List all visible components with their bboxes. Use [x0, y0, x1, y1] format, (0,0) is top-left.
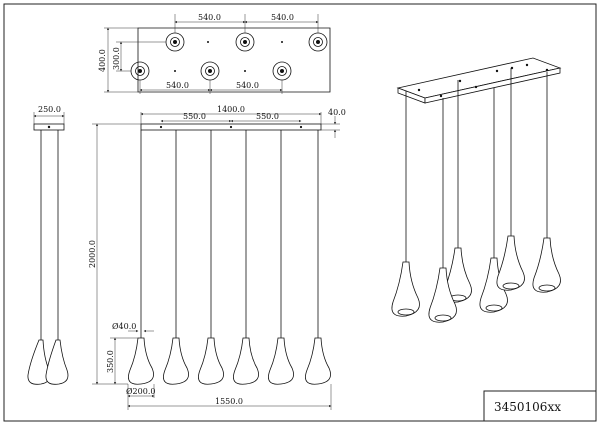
top-view-socket-6	[272, 61, 292, 81]
side-view-shade-1	[27, 339, 51, 385]
top-view-width-label: 400.0	[98, 49, 107, 72]
iso-canopy-side	[424, 67, 561, 104]
shade-diameter-label: Ø200.0	[126, 387, 155, 396]
title-block: 3450106xx	[483, 390, 597, 422]
bottom-spacing-2-label: 540.0	[236, 81, 259, 90]
front-shade-4	[233, 337, 259, 385]
top-view-socket-1	[165, 32, 185, 52]
top-view-socket-2	[235, 32, 255, 52]
front-spacing-2-label: 550.0	[256, 112, 279, 121]
top-view-offset-label: 300.0	[112, 47, 121, 70]
iso-shade-1	[391, 261, 420, 317]
drawing-frame	[3, 3, 597, 422]
isometric-view	[391, 57, 562, 323]
shade-height-label: 350.0	[106, 350, 115, 373]
top-spacing-1-label: 540.0	[198, 13, 221, 22]
bottom-spacing-1-label: 540.0	[166, 81, 189, 90]
product-code: 3450106xx	[494, 400, 561, 414]
iso-shade-6	[532, 237, 561, 293]
top-view-canopy-outline	[137, 27, 331, 93]
canopy-height-label: 40.0	[328, 108, 346, 117]
front-view: 1400.0 550.0 550.0 40.0 2000.0	[88, 105, 346, 410]
side-view: 250.0	[27, 105, 69, 385]
top-view: 540.0 540.0 540.0 540.0 400.0 300.0	[98, 13, 331, 94]
canopy-length-label: 1400.0	[217, 105, 245, 114]
top-spacing-2-label: 540.0	[271, 13, 294, 22]
top-view-socket-3	[308, 32, 328, 52]
top-view-socket-4	[130, 61, 150, 81]
front-shade-5	[268, 337, 294, 385]
title-block-frame	[483, 390, 597, 422]
side-view-shade-2	[45, 339, 69, 385]
top-view-socket-5	[200, 61, 220, 81]
front-shade-1	[128, 337, 154, 385]
iso-shade-5	[496, 235, 525, 291]
cable-diameter-label: Ø40.0	[112, 322, 136, 331]
front-spacing-1-label: 550.0	[183, 112, 206, 121]
front-shade-6	[305, 337, 331, 385]
front-shade-3	[198, 337, 224, 385]
overall-width-label: 1550.0	[215, 397, 243, 406]
iso-shade-2	[428, 267, 457, 323]
total-height-label: 2000.0	[88, 240, 97, 268]
side-canopy-width-label: 250.0	[38, 105, 61, 114]
front-shade-2	[163, 337, 189, 385]
